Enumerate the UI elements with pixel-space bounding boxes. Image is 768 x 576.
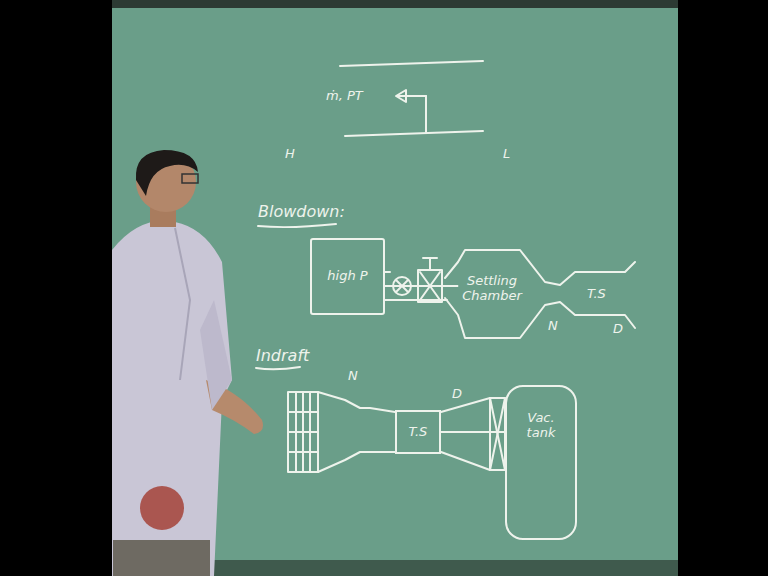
test-section-mark: T.S xyxy=(587,286,606,301)
pipe-wall xyxy=(385,271,390,273)
nozzle-wall xyxy=(318,392,395,412)
settling-chamber: Settling Chamber xyxy=(458,266,526,312)
nozzle-mark: N xyxy=(348,368,358,383)
lecturer xyxy=(112,150,263,576)
reservoir-box: high P xyxy=(310,238,385,315)
nozzle-wall xyxy=(318,452,395,472)
logo xyxy=(140,486,184,530)
valve-stem xyxy=(429,258,431,270)
diffuser-wall xyxy=(441,398,490,412)
section-heading: Indraft xyxy=(256,346,309,365)
duct-wall xyxy=(345,131,483,136)
diffuser-mark: D xyxy=(452,386,462,401)
pipe-wall xyxy=(385,299,447,301)
valve-handle xyxy=(423,257,437,259)
pitot-stem xyxy=(425,96,427,132)
pressure-high: H xyxy=(285,146,295,161)
section-heading: Blowdown: xyxy=(258,202,345,221)
tank-valve xyxy=(490,398,505,470)
pressure-low: L xyxy=(503,146,510,161)
pitot-head xyxy=(396,90,406,102)
intake-screen xyxy=(288,451,318,453)
node-text: T.S xyxy=(409,425,428,440)
intake-screen xyxy=(288,392,318,472)
test-section-box: T.S xyxy=(395,410,441,454)
nozzle-mark: N xyxy=(548,318,558,333)
pitot-probe xyxy=(398,95,426,97)
shirt-fold xyxy=(175,228,190,380)
intake-screen xyxy=(288,411,318,413)
chalkboard xyxy=(112,0,678,576)
trousers xyxy=(113,540,210,576)
tank-valve xyxy=(490,398,505,470)
tank-valve xyxy=(490,398,505,470)
intake-screen xyxy=(288,431,318,433)
node-text: Settling Chamber xyxy=(460,274,524,304)
tunnel-wall xyxy=(445,298,635,338)
underline xyxy=(256,367,300,369)
vacuum-tank: Vac. tank xyxy=(505,385,577,540)
flow-quantity: ṁ, PT xyxy=(326,88,363,103)
glasses xyxy=(182,174,198,183)
node-text: Vac. tank xyxy=(511,411,571,441)
pipe-connector xyxy=(385,285,458,287)
node-text: high P xyxy=(327,269,367,284)
duct-wall xyxy=(340,61,483,66)
board-frame xyxy=(112,0,678,8)
diffuser-wall xyxy=(441,452,490,470)
pipe-connector xyxy=(441,431,505,433)
shirt xyxy=(112,221,232,576)
underline xyxy=(258,224,336,227)
diffuser-mark: D xyxy=(613,321,623,336)
sleeve xyxy=(200,300,232,410)
hair xyxy=(136,150,198,196)
